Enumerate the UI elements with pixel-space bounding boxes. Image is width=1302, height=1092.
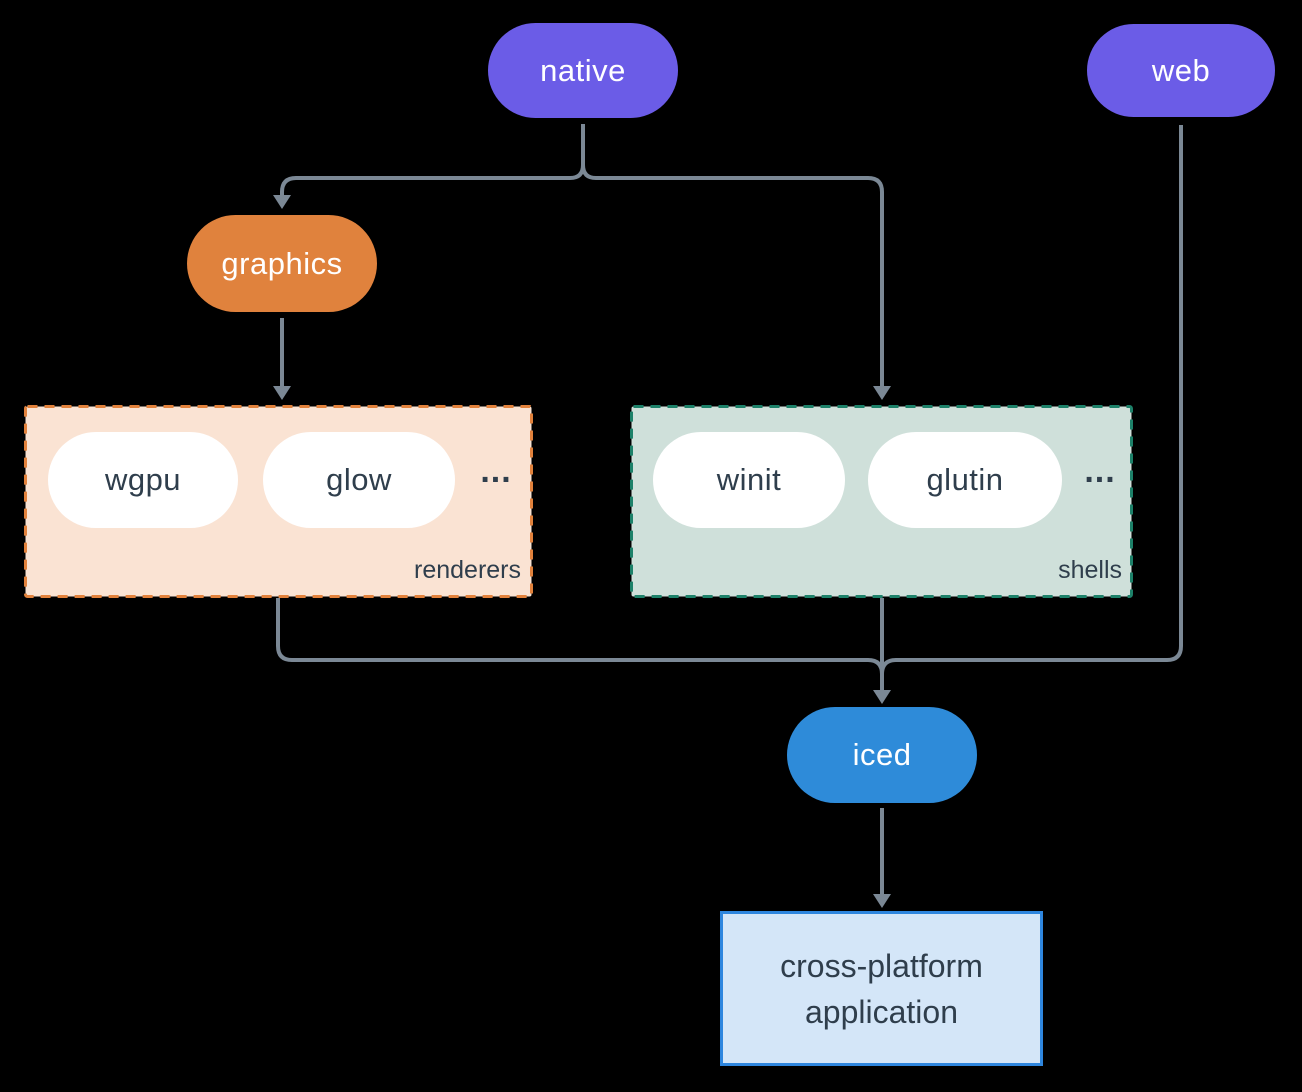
arrowhead-application-top [873, 894, 891, 908]
node-graphics: graphics [187, 215, 377, 312]
shells-ellipsis: ... [1084, 452, 1116, 490]
node-glow-label: glow [326, 462, 392, 497]
renderers-ellipsis: ... [480, 452, 512, 490]
arrowhead-renderers-top [273, 386, 291, 400]
node-web-label: web [1151, 52, 1211, 88]
edge-renderers-to-merge [276, 598, 884, 675]
node-graphics-label: graphics [221, 245, 343, 281]
node-winit-label: winit [716, 462, 782, 497]
node-web: web [1087, 24, 1275, 117]
node-iced-label: iced [852, 737, 912, 772]
node-cross-platform-application-label: cross-platform application [780, 947, 983, 1030]
node-glutin-label: glutin [926, 462, 1004, 497]
renderers-group-label: renderers [414, 556, 521, 584]
node-winit: winit [653, 432, 845, 528]
arrowhead-iced-top [873, 690, 891, 704]
node-glow: glow [263, 432, 455, 528]
node-native-label: native [540, 52, 626, 88]
node-glutin: glutin [868, 432, 1062, 528]
arrowhead-graphics [273, 195, 291, 209]
edge-native-to-graphics [280, 124, 585, 196]
edge-native-to-shells [581, 124, 884, 387]
node-iced: iced [787, 707, 977, 803]
node-native: native [488, 23, 678, 118]
node-cross-platform-application: cross-platform application [720, 911, 1043, 1066]
node-wgpu-label: wgpu [104, 462, 182, 497]
arrowhead-shells-top [873, 386, 891, 400]
node-wgpu: wgpu [48, 432, 238, 528]
shells-group-label: shells [1058, 556, 1122, 584]
